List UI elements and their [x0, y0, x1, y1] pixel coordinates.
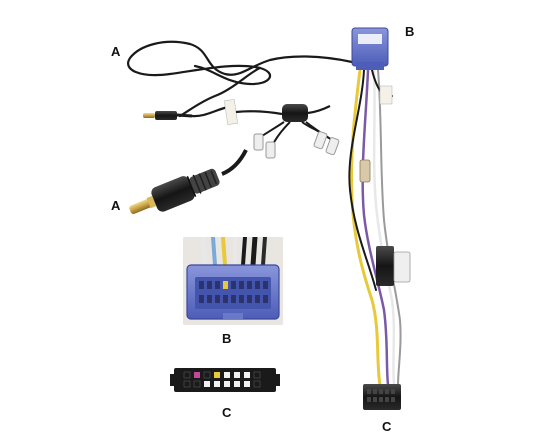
cable-tag — [224, 99, 238, 125]
inline-terminal — [359, 159, 371, 183]
label-b-inset: B — [222, 331, 232, 346]
large-audio-plug — [129, 149, 248, 214]
cable-a-top — [127, 40, 354, 118]
inline-splitter — [235, 104, 340, 159]
middle-connector — [376, 246, 411, 286]
main-harness — [348, 68, 402, 387]
label-c-right: C — [382, 419, 392, 434]
label-a-top: A — [111, 44, 121, 59]
label-c-inset: C — [222, 405, 232, 420]
label-b-right: B — [405, 24, 415, 39]
small-audio-plug — [143, 105, 229, 120]
harness-tag — [379, 85, 393, 105]
label-a-bottom: A — [111, 198, 121, 213]
connector-c — [363, 384, 401, 410]
connector-b — [351, 27, 389, 70]
connector-c-closeup — [170, 362, 280, 398]
connector-b-closeup — [183, 237, 283, 325]
